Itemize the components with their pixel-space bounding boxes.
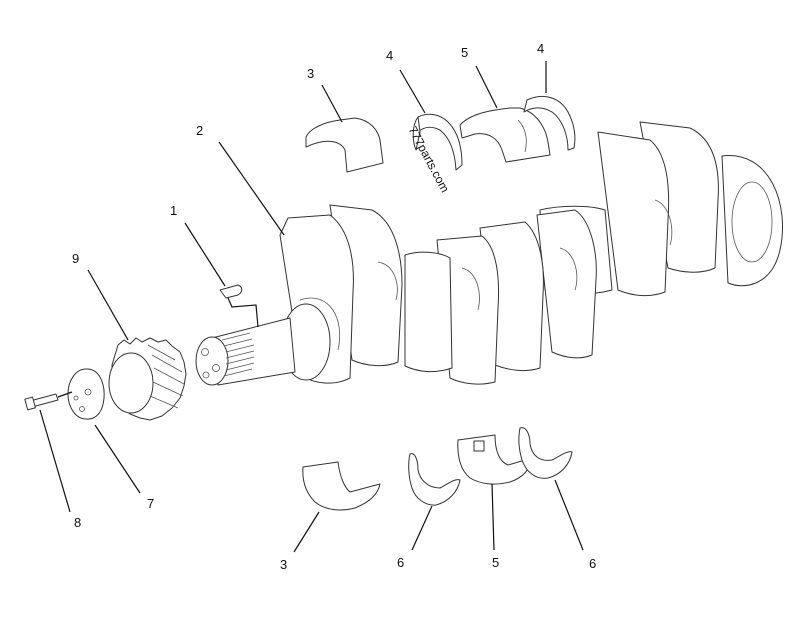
upper-thrust-washer-right[interactable] xyxy=(523,96,576,151)
callout-7: 7 xyxy=(147,496,155,511)
crankshaft[interactable] xyxy=(195,121,783,386)
callout-3-top: 3 xyxy=(307,66,315,81)
callout-2: 2 xyxy=(196,123,204,138)
callout-5-top: 5 xyxy=(461,45,469,60)
lower-thrust-bearing[interactable] xyxy=(457,434,533,485)
callout-6-bottom-left: 6 xyxy=(397,555,405,570)
lower-bearing-shell[interactable] xyxy=(302,461,381,511)
callout-4-top-left: 4 xyxy=(386,48,394,63)
callout-3-bottom: 3 xyxy=(280,557,288,572)
callout-9: 9 xyxy=(72,251,80,266)
callout-5-bottom: 5 xyxy=(492,555,500,570)
plate[interactable] xyxy=(67,368,105,420)
upper-bearing-shell[interactable] xyxy=(305,117,384,173)
upper-thrust-bearing[interactable] xyxy=(459,107,551,163)
lower-thrust-washer-right[interactable] xyxy=(518,427,573,479)
callout-4-top-right: 4 xyxy=(537,41,545,56)
callout-1: 1 xyxy=(170,203,178,218)
callout-8: 8 xyxy=(74,515,82,530)
lower-thrust-washer-left[interactable] xyxy=(408,453,461,506)
gear[interactable] xyxy=(108,337,187,421)
callout-6-bottom-right: 6 xyxy=(589,556,597,571)
bolt[interactable] xyxy=(24,391,73,411)
leader-lines xyxy=(39,61,584,553)
key[interactable] xyxy=(219,284,259,328)
upper-thrust-washer-left[interactable] xyxy=(412,113,463,171)
